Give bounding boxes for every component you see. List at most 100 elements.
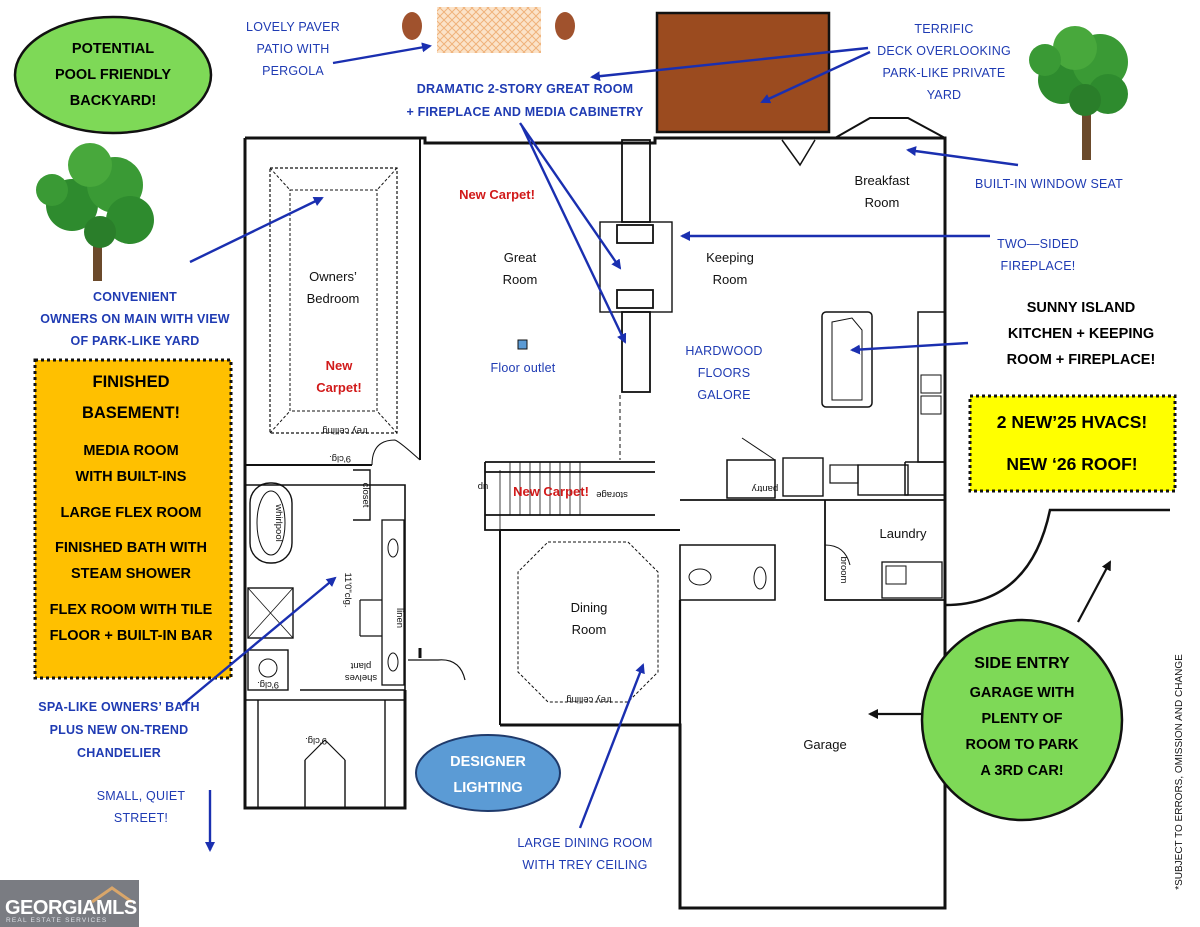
svg-text:Bedroom: Bedroom (307, 291, 360, 306)
ceiling-bed-note: 9'clg. (329, 453, 351, 464)
room-keeping: Keeping Room (706, 250, 754, 287)
svg-text:Great: Great (504, 250, 537, 265)
svg-text:GALORE: GALORE (697, 388, 750, 402)
patio-pergola (402, 7, 575, 53)
svg-text:SUNNY ISLAND: SUNNY ISLAND (1027, 300, 1136, 316)
svg-text:TERRIFIC: TERRIFIC (914, 22, 973, 36)
tree-icon-left (36, 143, 154, 281)
svg-text:FIREPLACE!: FIREPLACE! (1001, 259, 1076, 273)
svg-text:HARDWOOD: HARDWOOD (685, 344, 762, 358)
svg-text:Owners’: Owners’ (309, 269, 357, 284)
svg-text:PLENTY OF: PLENTY OF (981, 711, 1062, 727)
svg-text:SIDE ENTRY: SIDE ENTRY (974, 655, 1070, 672)
garage-arrows (868, 560, 1111, 719)
floor-outlet-label: Floor outlet (491, 361, 556, 375)
roof-logo-icon (91, 886, 133, 903)
svg-text:PLUS NEW ON-TREND: PLUS NEW ON-TREND (50, 723, 189, 737)
new-carpet-great-room: New Carpet! (459, 187, 535, 202)
svg-text:PATIO WITH: PATIO WITH (256, 42, 329, 56)
svg-text:OF PARK-LIKE YARD: OF PARK-LIKE YARD (71, 334, 200, 348)
svg-text:Room: Room (713, 272, 748, 287)
svg-text:FINISHED BATH WITH: FINISHED BATH WITH (55, 540, 207, 556)
svg-text:FINISHED: FINISHED (92, 373, 169, 391)
svg-text:TWO—SIDED: TWO—SIDED (997, 237, 1079, 251)
whirlpool-note: whirlpool (273, 503, 284, 542)
svg-text:BACKYARD!: BACKYARD! (70, 93, 156, 109)
new-carpet-owners: New Carpet! (316, 358, 362, 395)
svg-text:Room: Room (503, 272, 538, 287)
georgiamls-logo: GEORGIAMLS REAL ESTATE SERVICES (0, 880, 139, 927)
svg-text:POTENTIAL: POTENTIAL (72, 41, 154, 57)
ceiling-hall-note: 9'clg. (305, 735, 327, 746)
svg-text:DRAMATIC 2-STORY GREAT ROOM: DRAMATIC 2-STORY GREAT ROOM (417, 82, 634, 96)
svg-text:MEDIA ROOM: MEDIA ROOM (83, 443, 178, 459)
svg-text:OWNERS ON MAIN WITH VIEW: OWNERS ON MAIN WITH VIEW (40, 312, 230, 326)
svg-text:LIGHTING: LIGHTING (453, 780, 522, 796)
svg-text:ROOM TO PARK: ROOM TO PARK (965, 737, 1079, 753)
svg-text:WITH BUILT-INS: WITH BUILT-INS (76, 469, 187, 485)
new-carpet-stairs: New Carpet! (513, 484, 589, 499)
svg-text:CONVENIENT: CONVENIENT (93, 290, 177, 304)
garage-bubble: SIDE ENTRY GARAGE WITH PLENTY OF ROOM TO… (920, 618, 1124, 822)
up-stairs-note: up (478, 481, 489, 492)
linen-note: linen (394, 608, 405, 628)
svg-text:Keeping: Keeping (706, 250, 754, 265)
svg-text:BASEMENT!: BASEMENT! (82, 404, 180, 422)
room-dining: Dining Room (571, 600, 608, 637)
callout-deck: TERRIFIC DECK OVERLOOKING PARK-LIKE PRIV… (877, 22, 1011, 102)
svg-text:Room: Room (572, 622, 607, 637)
svg-text:LARGE FLEX ROOM: LARGE FLEX ROOM (61, 505, 202, 521)
tree-icon-top-right (1029, 26, 1128, 160)
room-garage: Garage (803, 737, 846, 752)
svg-text:2 NEW’25 HVACS!: 2 NEW’25 HVACS! (997, 412, 1147, 432)
svg-text:WITH TREY CEILING: WITH TREY CEILING (522, 858, 647, 872)
plant-shelf-note: plant (350, 660, 371, 671)
disclaimer-text: *SUBJECT TO ERRORS, OMISSION AND CHANGE (1174, 654, 1185, 890)
room-owners-bedroom: Owners’ Bedroom (307, 269, 360, 306)
callout-bath: SPA-LIKE OWNERS’ BATH PLUS NEW ON-TREND … (38, 700, 199, 760)
callout-arrows (181, 42, 1019, 852)
svg-text:POOL FRIENDLY: POOL FRIENDLY (55, 67, 171, 83)
pool-bubble: POTENTIAL POOL FRIENDLY BACKYARD! (13, 15, 213, 135)
callout-street: SMALL, QUIET STREET! (97, 789, 186, 825)
pantry-note: pantry (752, 483, 779, 494)
svg-text:A 3RD CAR!: A 3RD CAR! (980, 763, 1063, 779)
callout-fireplace: TWO—SIDED FIREPLACE! (997, 237, 1079, 273)
svg-text:FLOORS: FLOORS (698, 366, 751, 380)
svg-text:NEW ‘26 ROOF!: NEW ‘26 ROOF! (1006, 454, 1137, 474)
hvac-roof-box: 2 NEW’25 HVACS! NEW ‘26 ROOF! (968, 394, 1177, 493)
svg-text:DECK OVERLOOKING: DECK OVERLOOKING (877, 44, 1011, 58)
floor-plan-walls (243, 117, 1170, 910)
svg-text:STREET!: STREET! (114, 811, 168, 825)
svg-text:KITCHEN + KEEPING: KITCHEN + KEEPING (1008, 326, 1154, 342)
svg-text:LARGE DINING ROOM: LARGE DINING ROOM (517, 836, 652, 850)
svg-text:PARK-LIKE PRIVATE: PARK-LIKE PRIVATE (883, 66, 1006, 80)
svg-text:Carpet!: Carpet! (316, 380, 362, 395)
storage-note: storage (596, 489, 628, 500)
svg-text:YARD: YARD (927, 88, 962, 102)
trey-ceiling-dining-note: trey ceiling (566, 694, 611, 705)
svg-text:GARAGE WITH: GARAGE WITH (970, 685, 1075, 701)
svg-text:FLEX ROOM WITH TILE: FLEX ROOM WITH TILE (50, 602, 213, 618)
logo-text: GEORGIAMLS (5, 897, 137, 919)
svg-text:DESIGNER: DESIGNER (450, 754, 526, 770)
callout-window-seat: BUILT-IN WINDOW SEAT (975, 177, 1123, 191)
callout-hardwood: HARDWOOD FLOORS GALORE (685, 344, 762, 402)
callout-dining: LARGE DINING ROOM WITH TREY CEILING (517, 836, 652, 872)
callout-kitchen: SUNNY ISLAND KITCHEN + KEEPING ROOM + FI… (1007, 300, 1156, 368)
svg-text:LOVELY PAVER: LOVELY PAVER (246, 20, 340, 34)
svg-text:New: New (326, 358, 354, 373)
svg-text:STEAM SHOWER: STEAM SHOWER (71, 566, 192, 582)
logo-subtext: REAL ESTATE SERVICES (6, 917, 108, 924)
shelves-note: shelves (345, 672, 377, 683)
svg-text:SPA-LIKE OWNERS’ BATH: SPA-LIKE OWNERS’ BATH (38, 700, 199, 714)
svg-text:CHANDELIER: CHANDELIER (77, 746, 161, 760)
svg-text:Dining: Dining (571, 600, 608, 615)
svg-text:FLOOR + BUILT-IN BAR: FLOOR + BUILT-IN BAR (50, 628, 213, 644)
ceiling-bath-note: 11'0"clg. (342, 572, 353, 607)
svg-text:Breakfast: Breakfast (855, 173, 910, 188)
lighting-bubble: DESIGNER LIGHTING (415, 734, 561, 812)
svg-text:SMALL, QUIET: SMALL, QUIET (97, 789, 186, 803)
basement-box: FINISHED BASEMENT! MEDIA ROOM WITH BUILT… (33, 358, 233, 680)
closet-note: closet (360, 483, 371, 508)
